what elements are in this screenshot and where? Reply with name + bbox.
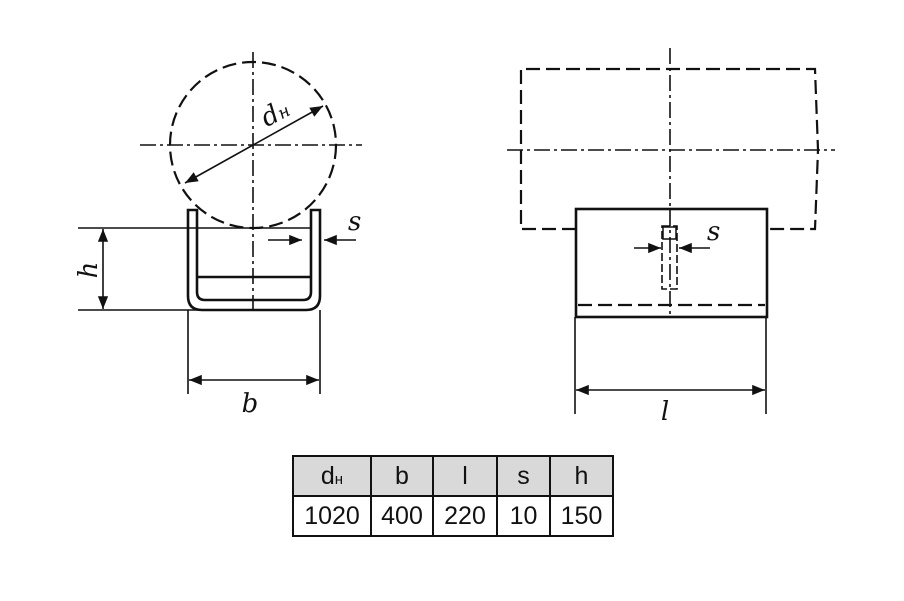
value-dn: 1020 — [292, 495, 372, 537]
header-l: l — [432, 455, 498, 497]
height-label: h — [74, 262, 104, 279]
diameter-label: dн — [256, 94, 295, 134]
side-view: s l — [507, 48, 835, 427]
thickness-label-left: s — [348, 207, 361, 237]
value-s: 10 — [496, 495, 551, 537]
length-label: l — [661, 397, 669, 427]
table-header-row: dн b l s h — [292, 455, 614, 497]
header-dn: dн — [292, 455, 372, 497]
cross-section-view: dн h s b — [74, 52, 362, 419]
header-b: b — [370, 455, 434, 497]
support-plate — [574, 207, 769, 319]
header-s: s — [496, 455, 551, 497]
header-h: h — [549, 455, 614, 497]
table-row: 1020 400 220 10 150 — [292, 495, 614, 537]
channel-support — [186, 208, 322, 312]
dimensions-table: dн b l s h 1020 400 220 10 150 — [292, 455, 614, 537]
slot-hatch — [662, 226, 677, 240]
thickness-label-right: s — [707, 217, 720, 247]
width-label: b — [242, 389, 259, 419]
diameter-dimension-line — [184, 105, 324, 184]
value-l: 220 — [432, 495, 498, 537]
value-b: 400 — [370, 495, 434, 537]
pipe-outline-rect — [519, 67, 820, 231]
value-h: 150 — [549, 495, 614, 537]
slot-rib — [661, 225, 678, 290]
